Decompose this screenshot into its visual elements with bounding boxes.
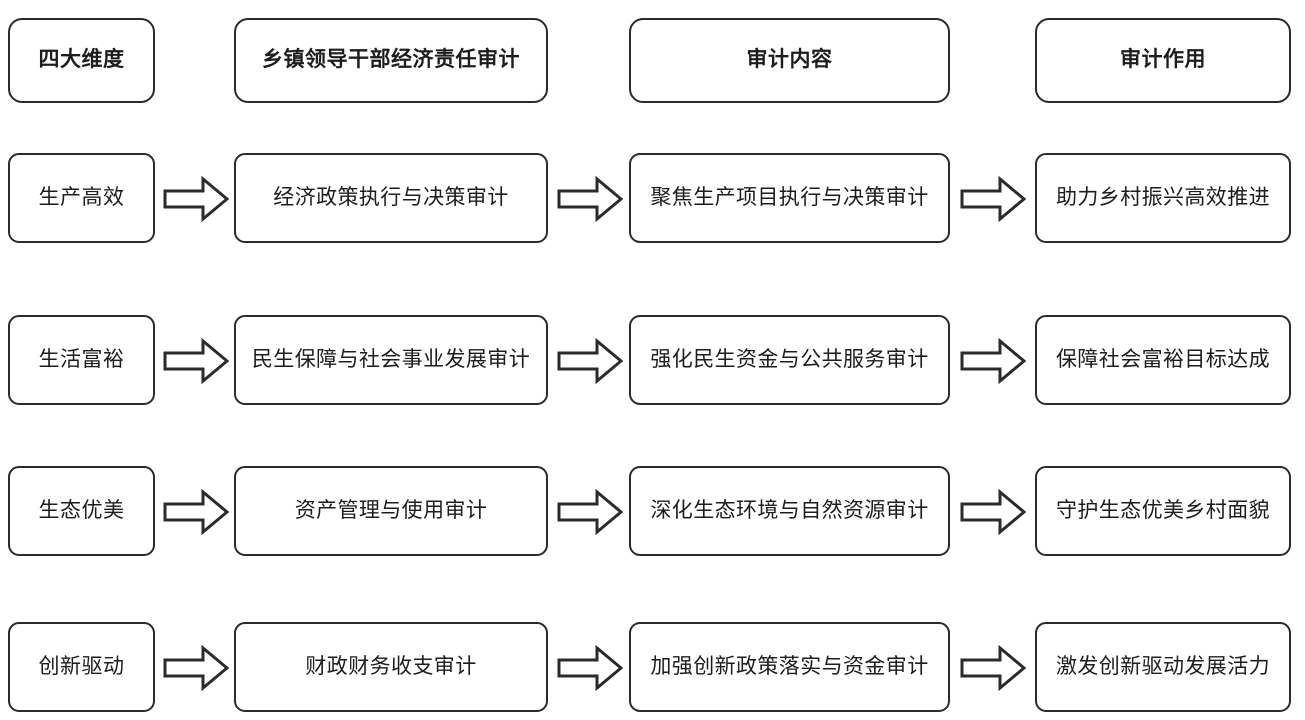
row-2-dimension-box: 生活富裕 [8,315,155,405]
header-column-audit-project: 乡镇领导干部经济责任审计 [234,18,548,103]
row-2-arrow-2-icon [557,338,623,384]
row-1-audit-content-box: 聚焦生产项目执行与决策审计 [629,153,950,243]
row-3-arrow-2-icon [557,489,623,535]
row-2-audit-effect-box: 保障社会富裕目标达成 [1035,315,1291,405]
row-2-audit-project-box: 民生保障与社会事业发展审计 [234,315,548,405]
row-2-audit-effect-label: 保障社会富裕目标达成 [1056,347,1270,371]
row-4-arrow-3-icon [960,645,1026,691]
row-3-audit-content-label: 深化生态环境与自然资源审计 [650,498,929,522]
row-1-audit-content-label: 聚焦生产项目执行与决策审计 [650,185,929,209]
header-column-audit-content: 审计内容 [629,18,950,103]
row-1-arrow-1-icon [163,176,229,222]
row-4-audit-effect-box: 激发创新驱动发展活力 [1035,622,1291,712]
row-2-audit-content-box: 强化民生资金与公共服务审计 [629,315,950,405]
row-1-dimension-label: 生产高效 [38,185,125,209]
row-4-audit-content-label: 加强创新政策落实与资金审计 [650,654,929,678]
row-1-audit-effect-box: 助力乡村振兴高效推进 [1035,153,1291,243]
header-column-audit-content-label: 审计内容 [746,48,833,72]
header-column-dimension: 四大维度 [8,18,155,103]
row-2-arrow-1-icon [163,338,229,384]
row-4-audit-content-box: 加强创新政策落实与资金审计 [629,622,950,712]
row-4-arrow-2-icon [557,645,623,691]
row-4-audit-effect-label: 激发创新驱动发展活力 [1056,654,1270,678]
row-2-dimension-label: 生活富裕 [38,347,125,371]
row-3-arrow-1-icon [163,489,229,535]
row-4-arrow-1-icon [163,645,229,691]
row-3-audit-project-label: 资产管理与使用审计 [294,498,488,522]
header-column-audit-effect: 审计作用 [1035,18,1291,103]
row-1-arrow-3-icon [960,176,1026,222]
row-4-audit-project-box: 财政财务收支审计 [234,622,548,712]
row-3-audit-project-box: 资产管理与使用审计 [234,466,548,556]
row-1-audit-project-box: 经济政策执行与决策审计 [234,153,548,243]
row-3-audit-effect-box: 守护生态优美乡村面貌 [1035,466,1291,556]
header-column-dimension-label: 四大维度 [38,48,125,72]
header-column-audit-effect-label: 审计作用 [1120,48,1206,72]
row-2-arrow-3-icon [960,338,1026,384]
row-3-audit-content-box: 深化生态环境与自然资源审计 [629,466,950,556]
row-4-dimension-box: 创新驱动 [8,622,155,712]
row-1-audit-project-label: 经济政策执行与决策审计 [273,185,509,209]
row-3-dimension-label: 生态优美 [38,498,125,522]
row-3-dimension-box: 生态优美 [8,466,155,556]
row-3-arrow-3-icon [960,489,1026,535]
row-2-audit-project-label: 民生保障与社会事业发展审计 [251,347,531,371]
row-2-audit-content-label: 强化民生资金与公共服务审计 [650,347,929,371]
row-1-arrow-2-icon [557,176,623,222]
row-3-audit-effect-label: 守护生态优美乡村面貌 [1056,498,1270,522]
row-4-dimension-label: 创新驱动 [38,654,125,678]
row-1-dimension-box: 生产高效 [8,153,155,243]
header-column-audit-project-label: 乡镇领导干部经济责任审计 [262,48,520,72]
row-4-audit-project-label: 财政财务收支审计 [305,654,477,678]
row-1-audit-effect-label: 助力乡村振兴高效推进 [1056,185,1270,209]
